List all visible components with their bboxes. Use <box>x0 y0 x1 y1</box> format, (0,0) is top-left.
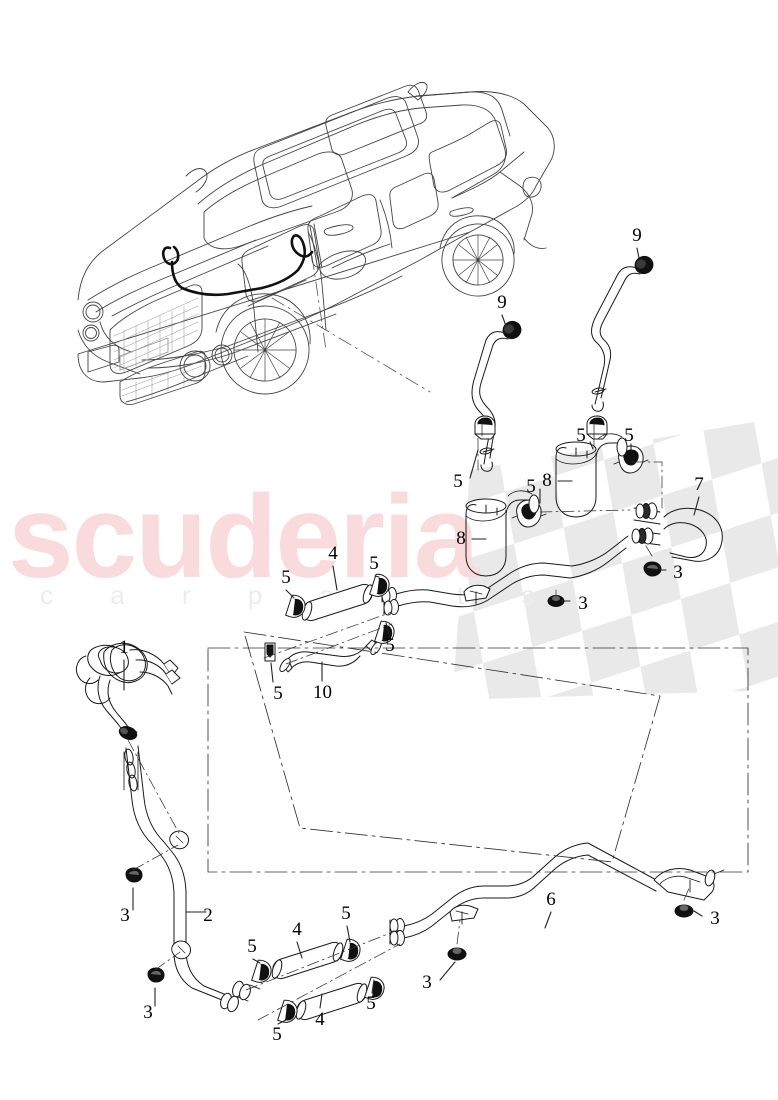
part-7-junction <box>631 502 723 562</box>
callout-number-shaped-hose: 10 <box>313 682 332 703</box>
callout-number-hose-clamp: 5 <box>281 567 291 588</box>
callout-number-hose-clamp: 5 <box>341 903 351 924</box>
callout-number-hose-clamp: 5 <box>272 1024 282 1045</box>
callout-number-grommet: 3 <box>578 593 588 614</box>
callout-number-washer-line-rear: 6 <box>546 889 556 910</box>
callout-number-hose-clamp: 5 <box>453 471 463 492</box>
callout-number-hose-clamp: 5 <box>576 425 586 446</box>
clamps-group <box>251 573 395 1023</box>
callout-number-grommet: 3 <box>422 972 432 993</box>
callout-number-washer-nozzle-hose: 9 <box>632 225 642 246</box>
part-4-hose-lower-b <box>295 982 368 1021</box>
callout-number-washer-fluid-distributor: 1 <box>119 637 129 658</box>
callout-number-washer-line-junction: 7 <box>694 474 704 495</box>
part-9-hose-right <box>591 255 654 412</box>
callout-number-grommet: 3 <box>710 908 720 929</box>
callout-number-hose-clamp: 5 <box>385 635 395 656</box>
callout-number-elbow-connector: 8 <box>456 528 466 549</box>
part-2-front-line <box>123 745 261 1013</box>
callout-number-washer-nozzle-hose: 9 <box>497 292 507 313</box>
callout-number-hose-clamp: 5 <box>624 425 634 446</box>
callout-number-grommet: 3 <box>120 905 130 926</box>
callout-number-hose-clamp: 5 <box>273 683 283 704</box>
part-10-shaped-hose <box>279 639 382 673</box>
callout-number-hose-clamp: 5 <box>247 936 257 957</box>
leader-lines <box>127 435 691 1021</box>
part-4-hose-upper <box>301 583 374 622</box>
callout-number-grommet: 3 <box>673 562 683 583</box>
callout-number-connector-hose: 4 <box>292 919 302 940</box>
callout-number-hose-clamp: 5 <box>366 993 376 1014</box>
part-6-rear-line <box>389 842 725 946</box>
washer-line-on-vehicle <box>161 234 314 297</box>
callout-number-washer-line-front: 2 <box>203 905 213 926</box>
part-1-distributor <box>75 642 181 740</box>
callout-number-hose-clamp: 5 <box>369 553 379 574</box>
vehicle-outline <box>77 81 555 405</box>
callout-number-connector-hose: 4 <box>328 543 338 564</box>
callout-number-connector-hose: 4 <box>315 1009 325 1030</box>
part-4-hose-lower-a <box>271 941 344 980</box>
callout-number-elbow-connector: 8 <box>542 470 552 491</box>
callout-number-grommet: 3 <box>143 1002 153 1023</box>
part-9-hose-left <box>471 320 522 472</box>
